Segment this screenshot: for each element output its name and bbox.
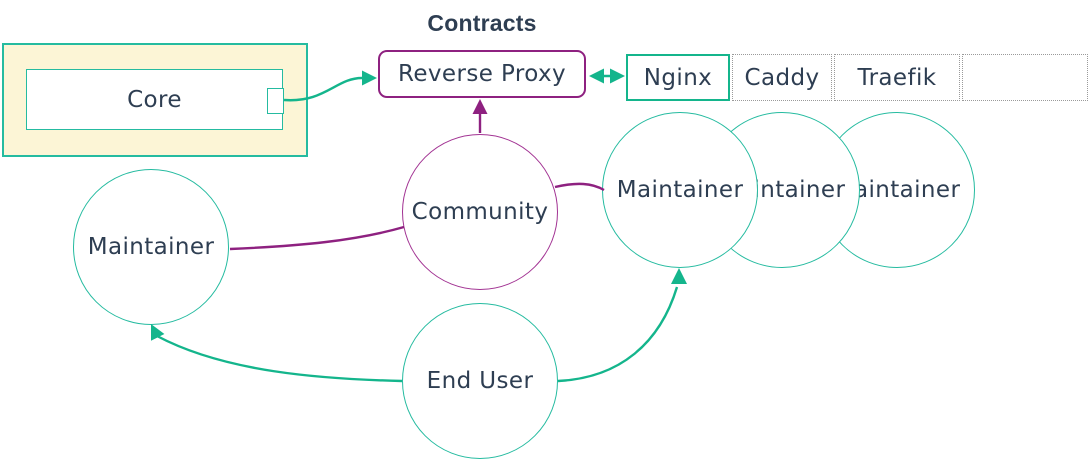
arrowhead-end-user-to-maintainer-right [671, 268, 687, 284]
maintainer-left-circle: Maintainer [73, 169, 229, 325]
caddy-label: Caddy [744, 64, 820, 91]
end-user-label: End User [426, 368, 534, 394]
reverse-proxy-label: Reverse Proxy [398, 61, 566, 87]
core-label: Core [127, 86, 182, 113]
edge-maintainer-left-community [229, 225, 405, 251]
core-output-port [267, 88, 284, 114]
edge-community-maintainer-right [554, 182, 605, 192]
nginx-label: Nginx [643, 64, 713, 91]
community-label: Community [411, 199, 549, 225]
core-node: Core [26, 69, 283, 130]
maintainer-left-label: Maintainer [87, 234, 215, 260]
proxy-option-empty [962, 54, 1088, 101]
proxy-option-traefik: Traefik [834, 54, 960, 101]
community-circle: Community [402, 134, 558, 290]
arrowhead-toward-reverse-proxy [589, 68, 604, 84]
proxy-option-nginx: Nginx [626, 54, 730, 101]
edge-end-user-to-maintainer-right [557, 286, 679, 383]
maintainer-1-label: Maintainer [616, 177, 744, 203]
end-user-circle: End User [402, 303, 558, 459]
maintainer-circle-1: Maintainer [602, 112, 758, 268]
traefik-label: Traefik [857, 64, 937, 91]
reverse-proxy-node: Reverse Proxy [378, 50, 586, 98]
arrowhead-toward-nginx [610, 68, 625, 84]
edge-end-user-to-maintainer-left [156, 334, 403, 383]
arrowhead-end-user-to-maintainer-left [151, 324, 165, 341]
diagram-title: Contracts [427, 9, 537, 36]
arrowhead-core-to-reverse-proxy [362, 70, 377, 86]
proxy-option-caddy: Caddy [732, 54, 832, 101]
arrowhead-community-to-reverse-proxy [472, 99, 488, 114]
